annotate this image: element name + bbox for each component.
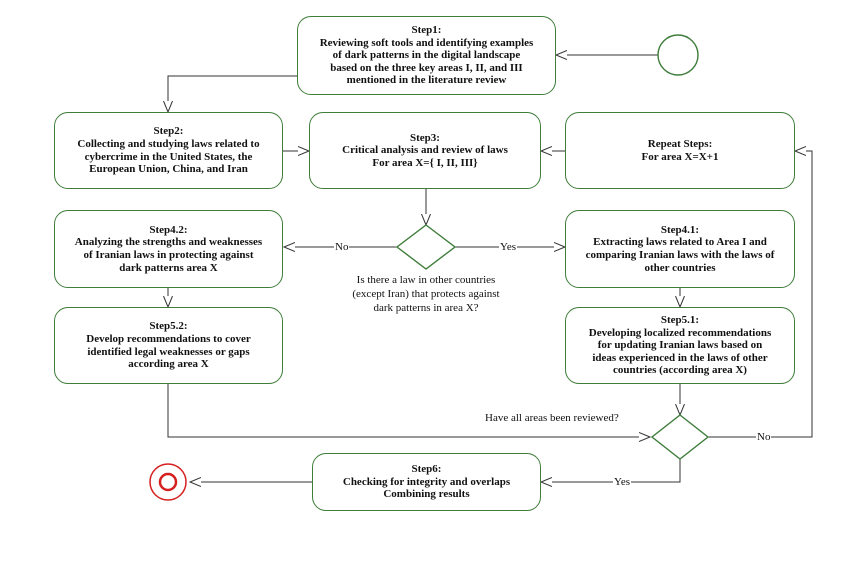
- step6-line-1: Checking for integrity and overlaps: [342, 475, 511, 488]
- step6-box: Step6: Checking for integrity and overla…: [312, 453, 541, 511]
- decision2-diamond: [650, 414, 710, 460]
- step41-title: Step4.1:: [660, 223, 700, 236]
- step42-box: Step4.2: Analyzing the strengths and wea…: [54, 210, 283, 288]
- end-node-inner: [158, 472, 178, 492]
- step42-line-2: of Iranian laws in protecting against: [83, 249, 254, 261]
- step6-line-2: Combining results: [383, 488, 470, 501]
- step51-line-1: Developing localized recommendations: [588, 326, 772, 339]
- step42-line-3: dark patterns area X: [119, 261, 218, 274]
- step51-box: Step5.1: Developing localized recommenda…: [565, 307, 795, 384]
- step1-line-2: of dark patterns in the digital landscap…: [332, 49, 521, 62]
- repeat-title: Repeat Steps:: [647, 137, 713, 150]
- step51-line-3: ideas experienced in the laws of other: [592, 351, 768, 364]
- step41-box: Step4.1: Extracting laws related to Area…: [565, 210, 795, 288]
- step1-line-3: based on the three key areas I, II, and …: [330, 61, 523, 74]
- decision2-no-label: No: [756, 431, 772, 444]
- step52-box: Step5.2: Develop recommendations to cove…: [54, 307, 283, 384]
- decision1-yes-label: Yes: [499, 241, 518, 254]
- start-node: [657, 34, 699, 76]
- step41-line-2: comparing Iranian laws with the laws of: [585, 249, 775, 261]
- step2-line-2: cybercrime in the United States, the: [84, 150, 253, 163]
- step2-box: Step2: Collecting and studying laws rela…: [54, 112, 283, 189]
- step52-title: Step5.2:: [149, 320, 188, 333]
- decision1-diamond: [395, 224, 457, 270]
- step3-line-2: For area X={ I, II, III}: [372, 156, 478, 169]
- decision1-question-line-2: (except Iran) that protects against: [352, 288, 500, 300]
- decision2-question: Have all areas been reviewed?: [485, 412, 619, 424]
- step42-line-1: Analyzing the strengths and weaknesses: [74, 236, 263, 249]
- arrow-decision2-yes: [541, 459, 681, 482]
- arrow-decision2-no: [708, 151, 813, 438]
- step3-line-1: Critical analysis and review of laws: [342, 144, 508, 157]
- step52-line-3: according area X: [128, 358, 209, 371]
- decision1-question: Is there a law in other countries (excep…: [316, 273, 536, 315]
- step51-title: Step5.1:: [660, 314, 700, 327]
- decision1-question-line-3: dark patterns in area X?: [373, 302, 479, 314]
- step1-line-4: mentioned in the literature review: [346, 74, 507, 87]
- step2-line-1: Collecting and studying laws related to: [77, 137, 260, 150]
- arrow-step52-to-decision2: [167, 384, 650, 437]
- step42-title: Step4.2:: [149, 223, 188, 236]
- step3-box: Step3: Critical analysis and review of l…: [309, 112, 541, 189]
- decision1-no-label: No: [334, 241, 350, 254]
- step1-line-1: Reviewing soft tools and identifying exa…: [319, 36, 534, 49]
- step2-line-3: European Union, China, and Iran: [89, 163, 248, 176]
- decision1-question-line-1: Is there a law in other countries: [356, 274, 496, 286]
- step1-box: Step1: Reviewing soft tools and identify…: [297, 16, 556, 95]
- repeat-steps-box: Repeat Steps: For area X=X+1: [565, 112, 795, 189]
- step6-title: Step6:: [411, 463, 442, 476]
- step3-title: Step3:: [410, 131, 440, 144]
- step51-line-4: countries (according area X): [613, 364, 747, 377]
- decision2-yes-label: Yes: [613, 476, 632, 489]
- arrow-step1-to-step2: [168, 75, 298, 112]
- step52-line-1: Develop recommendations to cover: [86, 332, 251, 345]
- step1-title: Step1:: [411, 24, 442, 37]
- step41-line-1: Extracting laws related to Area I and: [593, 236, 767, 249]
- repeat-line-1: For area X=X+1: [641, 150, 719, 163]
- step51-line-2: for updating Iranian laws based on: [597, 339, 763, 352]
- step41-line-3: other countries: [644, 261, 716, 274]
- step52-line-2: identified legal weaknesses or gaps: [87, 345, 250, 358]
- step2-title: Step2:: [153, 125, 184, 138]
